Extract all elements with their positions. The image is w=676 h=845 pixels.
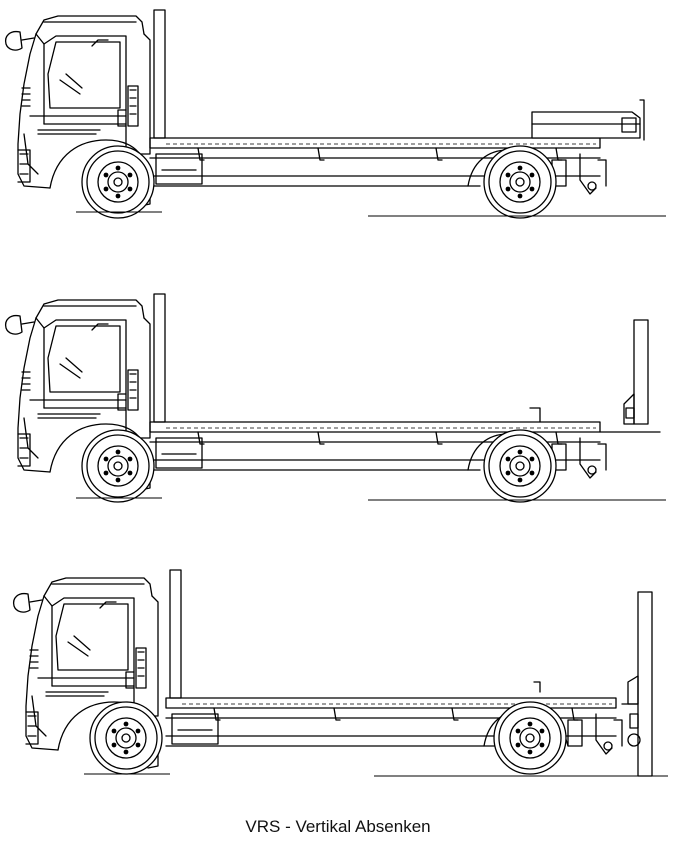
front-wheel: [89, 701, 163, 775]
view-rack-stowed: [4, 9, 666, 219]
rack-upright: [529, 319, 661, 433]
front-wheel: [81, 145, 155, 219]
rack-lowered: [533, 591, 653, 777]
front-wheel: [81, 429, 155, 503]
view-rack-lowered: [12, 569, 668, 777]
rack-folded: [531, 99, 645, 141]
rear-wheel: [493, 701, 567, 775]
view-rack-raised: [4, 293, 666, 503]
figure-caption: VRS - Vertikal Absenken: [245, 817, 431, 836]
rear-wheel: [483, 429, 557, 503]
rear-wheel: [483, 145, 557, 219]
